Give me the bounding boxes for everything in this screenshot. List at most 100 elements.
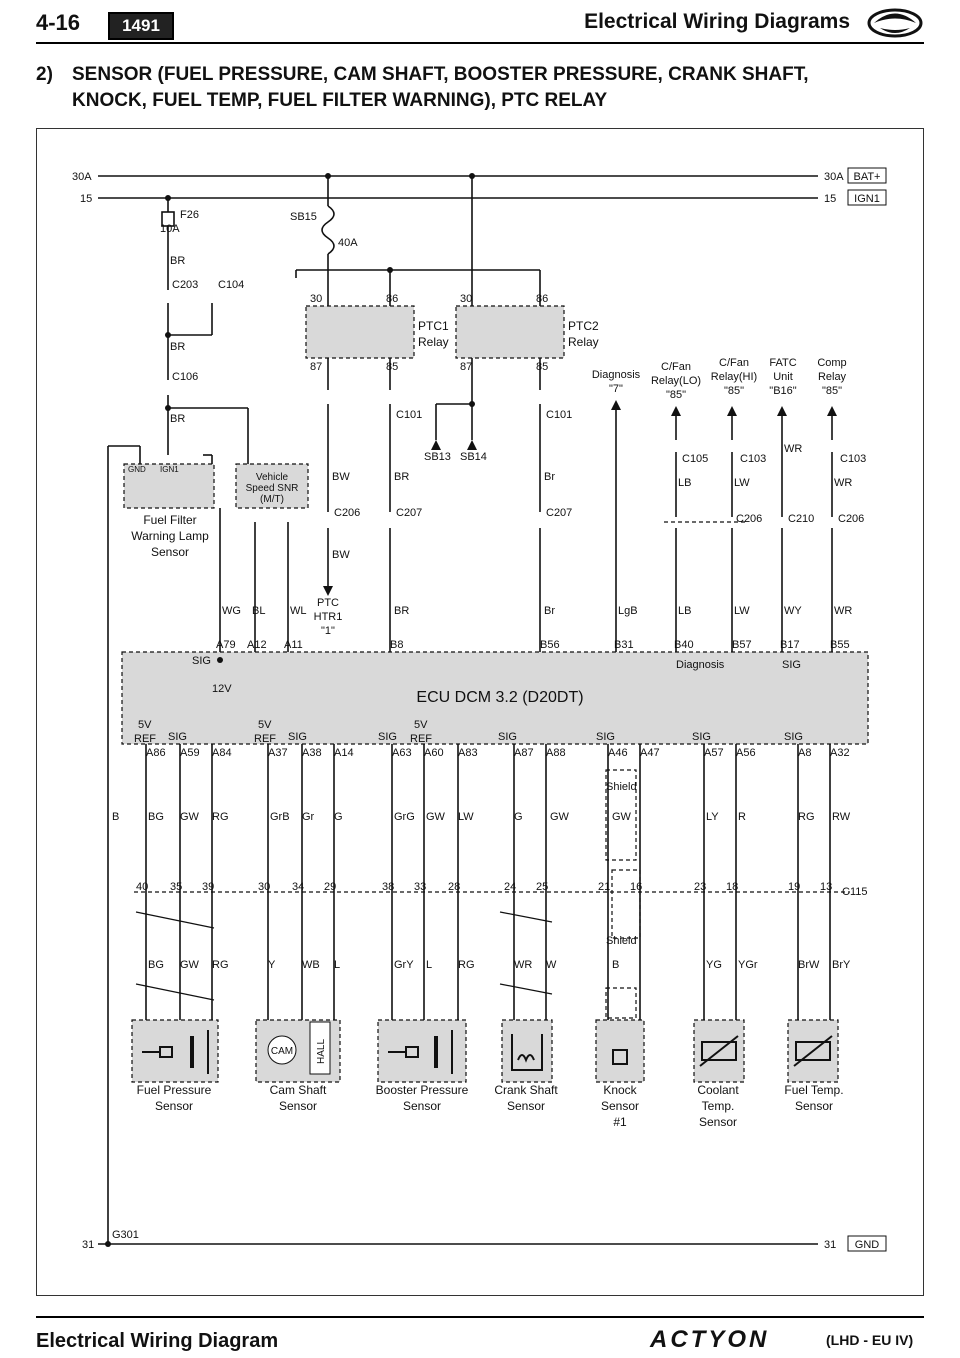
wire-label: LW bbox=[734, 605, 750, 617]
component-label: Sensor bbox=[151, 545, 189, 559]
c115-pin: 29 bbox=[324, 881, 336, 893]
wire-label: GW bbox=[426, 811, 446, 823]
ecu-pin-label: SIG bbox=[168, 731, 187, 743]
component-label: Sensor bbox=[279, 1099, 317, 1113]
c115-pin: 39 bbox=[202, 881, 214, 893]
component-label: (M/T) bbox=[260, 494, 284, 505]
c115-pin: 28 bbox=[448, 881, 460, 893]
ecu-bottom-pin: A46 bbox=[608, 747, 628, 759]
ecu-top-pin: A79 bbox=[216, 639, 236, 651]
ecu-bottom-pin: A38 bbox=[302, 747, 322, 759]
ecu-label: ECU DCM 3.2 (D20DT) bbox=[416, 689, 583, 706]
ecu-pin-label: 12V bbox=[212, 683, 232, 695]
footer-rule bbox=[36, 1316, 924, 1318]
component-label: Sensor bbox=[601, 1099, 639, 1113]
wire-label: WR bbox=[834, 605, 852, 617]
ecu-bottom-pin: A32 bbox=[830, 747, 850, 759]
rail-label: 31 bbox=[824, 1239, 836, 1251]
ecu-pin-label: SIG bbox=[378, 731, 397, 743]
ecu-bottom-pin: A56 bbox=[736, 747, 756, 759]
wire-label: Br bbox=[544, 471, 555, 483]
target-label: Relay(HI) bbox=[711, 371, 757, 383]
wire-label: BR bbox=[170, 341, 185, 353]
target-label: FATC bbox=[769, 357, 796, 369]
wire-label: B bbox=[612, 959, 619, 971]
connector-label: C115 bbox=[842, 886, 867, 898]
shield-label: Shield bbox=[606, 781, 637, 793]
shield-label: Shield bbox=[606, 935, 637, 947]
wire-label: WY bbox=[784, 605, 802, 617]
component-label: Sensor bbox=[403, 1099, 441, 1113]
relay-label: PTC2 bbox=[568, 319, 599, 333]
rail-tag: GND bbox=[855, 1239, 880, 1251]
fuse-label: SB15 bbox=[290, 211, 317, 223]
wire-label: BW bbox=[332, 549, 350, 561]
wire-label: LgB bbox=[618, 605, 638, 617]
ecu-bottom-pin: A88 bbox=[546, 747, 566, 759]
connector-label: C207 bbox=[546, 507, 572, 519]
rail-label: 30A bbox=[824, 171, 844, 183]
ground-point-label: G301 bbox=[112, 1229, 139, 1241]
ecu-bottom-pin: A60 bbox=[424, 747, 444, 759]
component-label: #1 bbox=[613, 1115, 627, 1129]
ecu-top-pin: A12 bbox=[247, 639, 267, 651]
wire-label: WR bbox=[834, 477, 852, 489]
ecu-top-pin: B57 bbox=[732, 639, 752, 651]
ecu-top-pin: B8 bbox=[390, 639, 403, 651]
ecu-bottom-pin: A84 bbox=[212, 747, 232, 759]
target-label: PTC bbox=[317, 597, 339, 609]
wire-label: GW bbox=[180, 811, 200, 823]
target-label: Comp bbox=[817, 357, 846, 369]
wire-label: WR bbox=[514, 959, 532, 971]
ecu-top-pin: A11 bbox=[284, 639, 303, 651]
wire-label: BrW bbox=[798, 959, 820, 971]
target-label: "85" bbox=[724, 385, 744, 397]
connector-label: C210 bbox=[788, 513, 814, 525]
ecu-bottom-pin: A59 bbox=[180, 747, 200, 759]
wire-label: G bbox=[334, 811, 343, 823]
c115-pin: 25 bbox=[536, 881, 548, 893]
pin-label: IGN1 bbox=[160, 465, 179, 474]
wire-label: B bbox=[112, 811, 119, 823]
fuse-label: F26 bbox=[180, 209, 199, 221]
component-label: Booster Pressure bbox=[376, 1083, 469, 1097]
ecu-pin-label: SIG bbox=[288, 731, 307, 743]
ecu-pin-label: SIG bbox=[782, 659, 801, 671]
rail-tag: IGN1 bbox=[854, 193, 880, 205]
wire-label: LB bbox=[678, 477, 691, 489]
pin-label: GND bbox=[128, 465, 146, 474]
component-label: Coolant bbox=[697, 1083, 739, 1097]
wire-label: BrY bbox=[832, 959, 851, 971]
c115-pin: 40 bbox=[136, 881, 148, 893]
wire-label: RG bbox=[798, 811, 815, 823]
relay-pin-label: 30 bbox=[310, 293, 322, 305]
target-label: "7" bbox=[609, 383, 623, 395]
connector-label: SB13 bbox=[424, 451, 451, 463]
rail-label: 15 bbox=[824, 193, 836, 205]
connector-label: C101 bbox=[396, 409, 422, 421]
rail-label: 15 bbox=[80, 193, 92, 205]
ecu-pin-label: SIG bbox=[498, 731, 517, 743]
footer-title: Electrical Wiring Diagram bbox=[36, 1330, 279, 1352]
target-label: Relay(LO) bbox=[651, 375, 701, 387]
wire-label: WR bbox=[784, 443, 802, 455]
connector-label: C106 bbox=[172, 371, 198, 383]
connector-label: SB14 bbox=[460, 451, 487, 463]
relay-pin-label: 86 bbox=[386, 293, 398, 305]
target-label: Relay bbox=[818, 371, 847, 383]
wire-label: RW bbox=[832, 811, 851, 823]
ecu-bottom-pin: A63 bbox=[392, 747, 412, 759]
page-badge: 1491 bbox=[108, 12, 174, 40]
connector-label: C105 bbox=[682, 453, 708, 465]
component-label: Sensor bbox=[795, 1099, 833, 1113]
c115-pin: 16 bbox=[630, 881, 642, 893]
component-label: Crank Shaft bbox=[494, 1083, 558, 1097]
ecu-pin-label: REF bbox=[254, 733, 276, 745]
target-label: "1" bbox=[321, 625, 335, 637]
wire-label: WB bbox=[302, 959, 320, 971]
page-number: 4-16 bbox=[36, 10, 81, 35]
component-label: Cam Shaft bbox=[270, 1083, 327, 1097]
wire-label: GrG bbox=[394, 811, 415, 823]
diagram-frame bbox=[36, 128, 924, 1296]
